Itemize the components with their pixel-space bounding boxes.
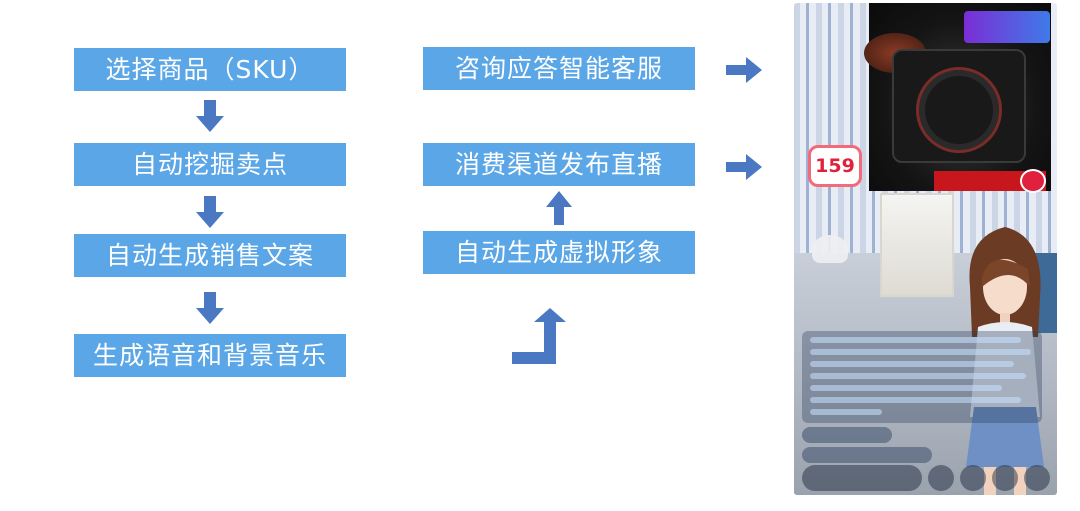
up-arrow-icon — [546, 191, 572, 225]
gift-icon[interactable] — [928, 465, 954, 491]
step-publish-livestream: 消费渠道发布直播 — [423, 143, 695, 186]
right-arrow-icon — [726, 57, 762, 83]
step-generate-copy: 自动生成销售文案 — [74, 234, 346, 277]
chat-overlay — [802, 331, 1042, 423]
promo-banner — [934, 171, 1046, 191]
join-message — [802, 447, 932, 463]
cart-icon[interactable] — [960, 465, 986, 491]
price-value: 159 — [815, 155, 855, 177]
lamp — [812, 235, 848, 263]
step-mine-selling-points: 自动挖掘卖点 — [74, 143, 346, 186]
close-icon[interactable] — [1024, 465, 1050, 491]
room-door — [880, 193, 954, 297]
step-generate-virtual-avatar: 自动生成虚拟形象 — [423, 231, 695, 274]
elbow-up-arrow-icon — [512, 308, 568, 364]
step-generate-voice-music: 生成语音和背景音乐 — [74, 334, 346, 377]
down-arrow-icon — [196, 196, 224, 228]
comment-input[interactable] — [802, 465, 922, 491]
join-message — [802, 427, 892, 443]
induction-cooktop-image — [892, 49, 1026, 163]
event-badge — [964, 11, 1050, 43]
step-smart-customer-service: 咨询应答智能客服 — [423, 47, 695, 90]
step-select-product: 选择商品（SKU） — [74, 48, 346, 91]
more-icon[interactable] — [992, 465, 1018, 491]
down-arrow-icon — [196, 292, 224, 324]
down-arrow-icon — [196, 100, 224, 132]
livestream-screenshot: 159 — [794, 3, 1057, 495]
right-arrow-icon — [726, 154, 762, 180]
price-badge: 159 — [808, 145, 862, 187]
virtual-avatar-image — [966, 227, 1044, 495]
grab-button[interactable] — [1020, 169, 1046, 193]
